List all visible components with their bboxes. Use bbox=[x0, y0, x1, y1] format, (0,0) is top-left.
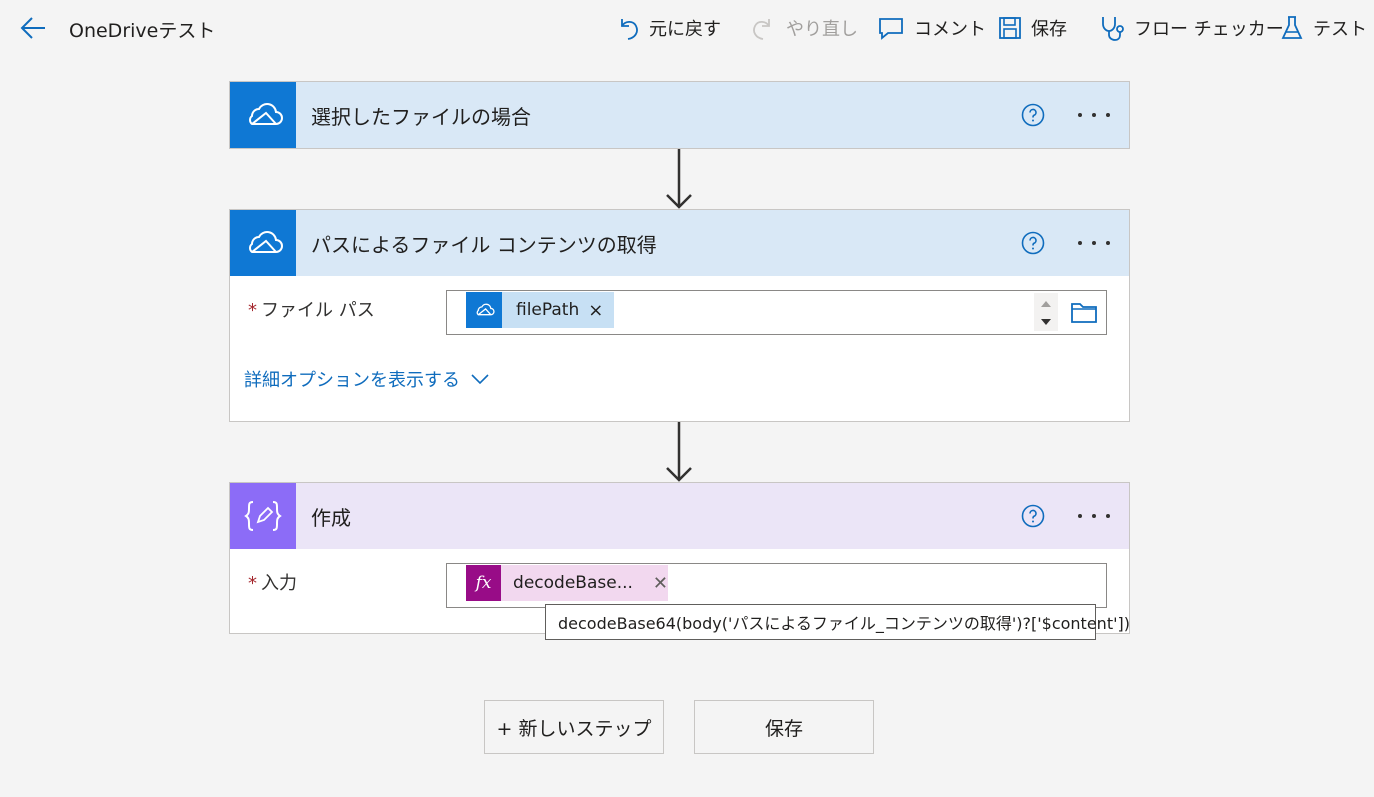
back-arrow-icon[interactable] bbox=[19, 14, 47, 42]
input-label-text: 入力 bbox=[261, 573, 297, 594]
step-header[interactable]: 作成 bbox=[230, 483, 1129, 549]
undo-label: 元に戻す bbox=[649, 19, 721, 40]
expression-token[interactable]: fx decodeBase... ✕ bbox=[466, 565, 668, 601]
redo-button[interactable]: やり直し bbox=[751, 13, 858, 43]
step-header[interactable]: パスによるファイル コンテンツの取得 bbox=[230, 210, 1129, 276]
folder-icon[interactable] bbox=[1070, 300, 1098, 324]
token-text: decodeBase... bbox=[513, 573, 633, 593]
new-step-button[interactable]: + 新しいステップ bbox=[484, 700, 664, 754]
comment-label: コメント bbox=[914, 19, 986, 40]
remove-token-button[interactable]: × bbox=[588, 299, 604, 321]
required-mark: * bbox=[248, 573, 257, 594]
required-mark: * bbox=[248, 300, 257, 321]
flow-checker-button[interactable]: フロー チェッカー bbox=[1099, 13, 1284, 43]
show-advanced-options-link[interactable]: 詳細オプションを表示する bbox=[244, 366, 490, 392]
help-icon[interactable] bbox=[1021, 504, 1045, 528]
onedrive-token-icon bbox=[466, 292, 502, 328]
redo-label: やり直し bbox=[786, 19, 858, 40]
remove-token-button[interactable]: ✕ bbox=[652, 572, 668, 594]
undo-icon bbox=[621, 19, 638, 40]
stethoscope-icon bbox=[1102, 17, 1124, 41]
step-title: パスによるファイル コンテンツの取得 bbox=[311, 232, 657, 257]
filepath-token[interactable]: filePath × bbox=[466, 292, 614, 328]
help-icon[interactable] bbox=[1021, 231, 1045, 255]
connector-arrow bbox=[666, 422, 692, 482]
save-icon bbox=[999, 17, 1021, 39]
comment-button[interactable]: コメント bbox=[877, 13, 986, 43]
step-card-get-file-content[interactable]: パスによるファイル コンテンツの取得 *ファイル パス filePath × bbox=[229, 209, 1130, 422]
file-path-label-text: ファイル パス bbox=[261, 300, 375, 321]
more-options-icon[interactable] bbox=[1076, 504, 1112, 528]
redo-icon bbox=[753, 19, 770, 40]
fx-icon: fx bbox=[466, 565, 502, 601]
value-spinner[interactable] bbox=[1034, 293, 1058, 331]
connector-arrow bbox=[666, 149, 692, 209]
token-text: filePath bbox=[516, 300, 580, 320]
test-label: テスト bbox=[1313, 19, 1367, 40]
chevron-down-icon bbox=[471, 374, 489, 385]
compose-icon bbox=[230, 483, 296, 549]
expression-tooltip: decodeBase64(body('パスによるファイル_コンテンツの取得')?… bbox=[545, 604, 1130, 640]
onedrive-icon bbox=[230, 210, 296, 276]
compose-input[interactable]: fx decodeBase... ✕ bbox=[446, 563, 1107, 608]
onedrive-icon bbox=[230, 82, 296, 148]
more-options-icon[interactable] bbox=[1076, 103, 1112, 127]
test-button[interactable]: テスト bbox=[1280, 13, 1367, 43]
more-options-icon[interactable] bbox=[1076, 231, 1112, 255]
flow-title: OneDriveテスト bbox=[69, 20, 216, 42]
save-command-button[interactable]: 保存 bbox=[998, 13, 1067, 43]
flask-icon bbox=[1281, 16, 1303, 39]
file-path-label: *ファイル パス bbox=[248, 296, 375, 322]
step-title: 選択したファイルの場合 bbox=[311, 104, 531, 129]
file-path-input[interactable]: filePath × bbox=[446, 290, 1107, 335]
flow-checker-label: フロー チェッカー bbox=[1134, 19, 1284, 40]
save-command-label: 保存 bbox=[1031, 19, 1067, 40]
step-header[interactable]: 選択したファイルの場合 bbox=[230, 82, 1129, 148]
comment-icon bbox=[879, 18, 903, 40]
help-icon[interactable] bbox=[1021, 103, 1045, 127]
advanced-link-text: 詳細オプションを表示する bbox=[244, 370, 460, 391]
command-bar: OneDriveテスト 元に戻す やり直し コメント 保存 フロー チェッカー … bbox=[0, 0, 1374, 57]
undo-button[interactable]: 元に戻す bbox=[614, 13, 721, 43]
step-card-trigger[interactable]: 選択したファイルの場合 bbox=[229, 81, 1130, 149]
input-label: *入力 bbox=[248, 569, 297, 595]
save-button[interactable]: 保存 bbox=[694, 700, 874, 754]
step-title: 作成 bbox=[311, 505, 351, 530]
